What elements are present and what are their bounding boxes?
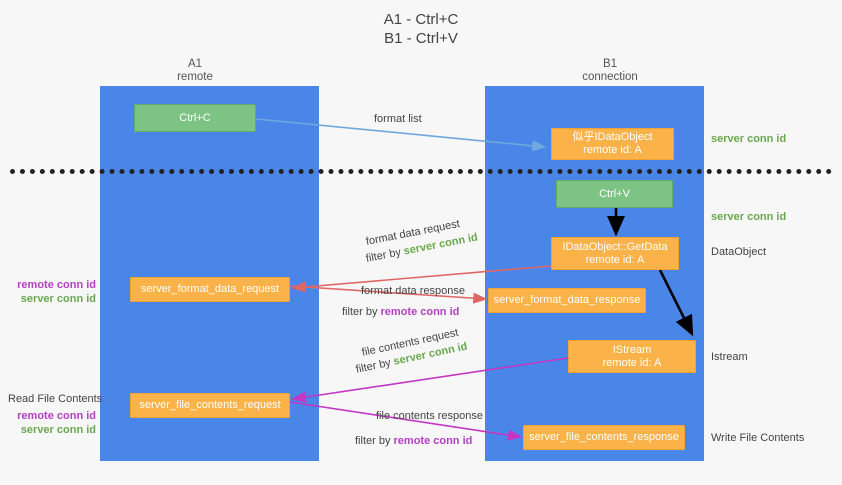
- box-server-format-data-response-label: server_format_data_response: [493, 294, 641, 306]
- box-idataobject-line2: remote id: A: [583, 144, 642, 156]
- label-file-contents-response-text: file contents response: [376, 410, 484, 422]
- label-file-contents-request-filter-prefix: filter by: [354, 356, 395, 376]
- left-remote-conn-id-1: remote conn id: [17, 279, 96, 291]
- label-format-list-text: format list: [374, 113, 422, 125]
- left-remote-conn-id-2: remote conn id: [17, 410, 96, 422]
- box-server-format-data-request-label: server_format_data_request: [140, 283, 280, 295]
- column-header-b1-name: B1: [602, 58, 618, 70]
- box-server-file-contents-request[interactable]: server_file_contents_request: [130, 393, 290, 418]
- label-istream: Istream: [711, 350, 748, 364]
- label-istream-text: Istream: [711, 351, 748, 363]
- box-istream[interactable]: IStream remote id: A: [568, 340, 696, 373]
- box-server-format-data-request[interactable]: server_format_data_request: [130, 277, 290, 302]
- label-format-data-response-filter-value: remote conn id: [380, 306, 460, 318]
- label-read-file-contents: Read File Contents: [8, 392, 102, 406]
- box-idataobject-getdata-line2: remote id: A: [585, 253, 645, 266]
- label-format-data-response-text: format data response: [361, 285, 465, 297]
- label-file-contents-response: file contents response: [376, 409, 483, 423]
- label-write-file-contents-text: Write File Contents: [711, 432, 805, 444]
- box-idataobject[interactable]: 似乎IDataObject remote id: A: [551, 128, 674, 160]
- label-format-list: format list: [374, 112, 422, 126]
- box-idataobject-getdata-line1: IDataObject::GetData: [562, 240, 668, 253]
- label-format-data-response-filter: filter by remote conn id: [342, 305, 459, 319]
- label-format-data-request-filter-prefix: filter by: [364, 245, 405, 265]
- label-format-data-response: format data response: [361, 284, 465, 298]
- left-conn-id-block-2: remote conn id server conn id: [0, 409, 96, 437]
- label-read-file-contents-text: Read File Contents: [8, 393, 103, 405]
- phase-divider: [10, 169, 832, 174]
- label-server-conn-id-top-text: server conn id: [711, 133, 787, 145]
- left-server-conn-id-1: server conn id: [20, 293, 96, 305]
- box-ctrl-c-label: Ctrl+C: [179, 111, 211, 124]
- box-idataobject-getdata[interactable]: IDataObject::GetData remote id: A: [551, 237, 679, 270]
- left-conn-id-block-1: remote conn id server conn id: [0, 278, 96, 306]
- box-istream-line1: IStream: [612, 343, 652, 356]
- label-server-conn-id-mid: server conn id: [711, 210, 786, 224]
- box-ctrl-v[interactable]: Ctrl+V: [556, 180, 673, 208]
- column-header-b1: B1 connection: [535, 58, 685, 84]
- box-server-format-data-response[interactable]: server_format_data_response: [488, 288, 646, 313]
- column-header-a1: A1 remote: [120, 58, 270, 84]
- label-file-contents-response-filter-prefix: filter by: [355, 435, 394, 447]
- column-header-a1-sub: remote: [177, 71, 213, 83]
- label-format-data-response-filter-prefix: filter by: [342, 306, 381, 318]
- box-ctrl-c[interactable]: Ctrl+C: [134, 104, 256, 132]
- left-server-conn-id-2: server conn id: [20, 424, 96, 436]
- box-ctrl-v-label: Ctrl+V: [599, 187, 630, 200]
- label-server-conn-id-top: server conn id: [711, 132, 786, 146]
- box-server-file-contents-request-label: server_file_contents_request: [139, 399, 281, 411]
- label-server-conn-id-mid-text: server conn id: [711, 211, 787, 223]
- page-title: A1 - Ctrl+C B1 - Ctrl+V: [383, 11, 459, 47]
- label-dataobject-text: DataObject: [711, 246, 767, 258]
- box-server-file-contents-response[interactable]: server_file_contents_response: [523, 425, 685, 450]
- label-write-file-contents: Write File Contents: [711, 431, 804, 445]
- label-dataobject: DataObject: [711, 245, 766, 259]
- box-server-file-contents-response-label: server_file_contents_response: [529, 431, 679, 443]
- column-header-b1-sub: connection: [582, 71, 638, 83]
- column-header-a1-name: A1: [187, 58, 203, 70]
- box-idataobject-line1: 似乎IDataObject: [572, 131, 653, 143]
- label-file-contents-response-filter: filter by remote conn id: [355, 434, 472, 448]
- box-istream-line2: remote id: A: [602, 356, 662, 369]
- label-file-contents-response-filter-value: remote conn id: [393, 435, 473, 447]
